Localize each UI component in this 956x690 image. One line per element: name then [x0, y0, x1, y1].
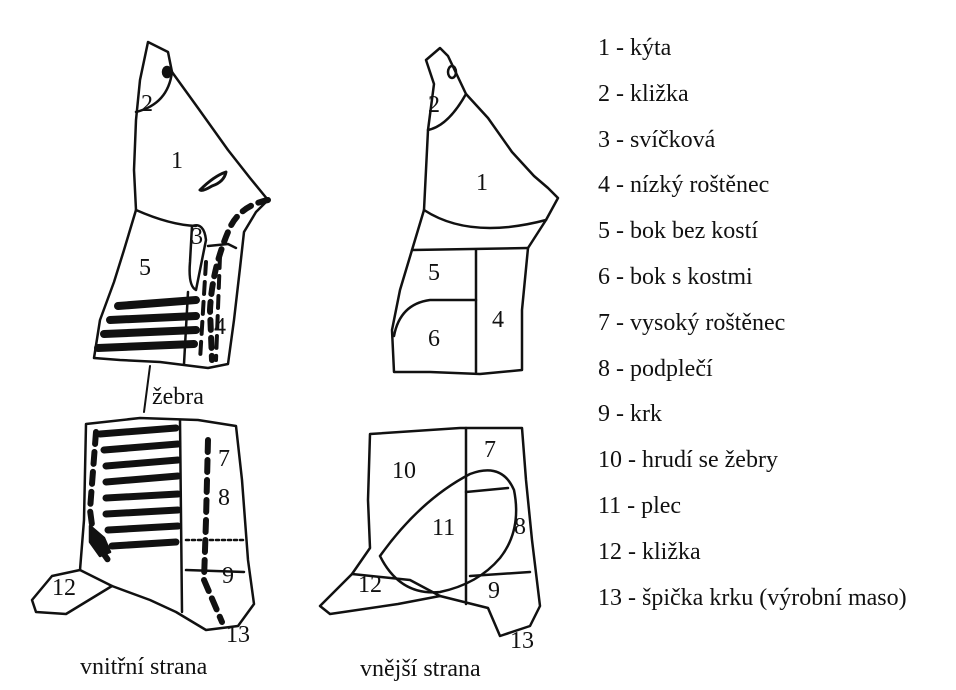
inner-side-caption: vnitřní strana [80, 654, 207, 681]
ribs-label: žebra [152, 384, 204, 411]
legend-separator: - [610, 356, 630, 382]
num-outer-12: 12 [358, 572, 382, 598]
num-outer-2: 2 [428, 92, 440, 118]
outer-fore-outline [320, 428, 540, 636]
legend-item: 4 - nízký roštěnec [598, 163, 954, 209]
legend-separator: - [610, 218, 630, 244]
num-inner-12: 12 [52, 575, 76, 601]
outer-hind-mid [412, 248, 528, 250]
num-inner-4: 4 [214, 314, 226, 340]
num-outer-9: 9 [488, 578, 500, 604]
num-inner-2: 2 [141, 91, 153, 117]
outer-hindquarter [392, 48, 558, 374]
legend-name: špička krku (výrobní maso) [642, 585, 907, 611]
legend-name: kližka [642, 539, 701, 565]
outer-fore-neck [470, 572, 530, 576]
legend-name: podplečí [630, 356, 713, 382]
legend-item: 10 - hrudí se žebry [598, 438, 954, 484]
legend-name: vysoký roštěnec [630, 310, 785, 336]
legend-separator: - [610, 401, 630, 427]
inner-hind-vein [200, 172, 226, 191]
num-outer-6: 6 [428, 326, 440, 352]
num-outer-5: 5 [428, 260, 440, 286]
legend-item: 1 - kýta [598, 26, 954, 72]
outer-hind-part1-line [424, 210, 546, 228]
legend-number: 11 [598, 493, 621, 519]
legend-item: 7 - vysoký roštěnec [598, 301, 954, 347]
legend-number: 7 [598, 310, 610, 336]
outer-fore-h1 [466, 488, 508, 492]
legend-separator: - [610, 172, 630, 198]
legend-separator: - [622, 447, 642, 473]
num-outer-11: 11 [432, 515, 455, 541]
legend-item: 5 - bok bez kostí [598, 209, 954, 255]
legend-item: 13 - špička krku (výrobní maso) [598, 576, 954, 622]
inner-hind-ribs [98, 300, 196, 348]
legend-number: 9 [598, 401, 610, 427]
num-inner-9: 9 [222, 563, 234, 589]
legend-separator: - [610, 264, 630, 290]
legend-number: 12 [598, 539, 622, 565]
num-inner-8: 8 [218, 485, 230, 511]
inner-fore-divider-v [180, 420, 182, 612]
num-inner-3: 3 [191, 224, 203, 250]
num-inner-1: 1 [171, 148, 183, 174]
inner-hind-dash-ribs-a [200, 262, 206, 360]
legend-name: nízký roštěnec [630, 172, 769, 198]
inner-fore-ribs [100, 428, 178, 546]
legend-number: 1 [598, 35, 610, 61]
legend-item: 9 - krk [598, 392, 954, 438]
num-outer-7: 7 [484, 437, 496, 463]
legend-number: 13 [598, 585, 622, 611]
legend-name: krk [630, 401, 662, 427]
num-inner-7: 7 [218, 446, 230, 472]
legend-name: kýta [630, 35, 671, 61]
legend-name: kližka [630, 81, 689, 107]
outer-forequarter [320, 428, 540, 636]
inner-hind-dot [163, 67, 171, 77]
num-outer-10: 10 [392, 458, 416, 484]
num-inner-5: 5 [139, 255, 151, 281]
legend-name: hrudí se žebry [642, 447, 778, 473]
legend-separator: - [610, 310, 630, 336]
num-inner-13: 13 [226, 622, 250, 648]
legend-number: 3 [598, 127, 610, 153]
legend-number: 5 [598, 218, 610, 244]
legend-separator: - [621, 493, 641, 519]
legend-item: 6 - bok s kostmi [598, 255, 954, 301]
legend-item: 3 - svíčková [598, 118, 954, 164]
legend-item: 12 - kližka [598, 530, 954, 576]
legend-separator: - [622, 539, 642, 565]
legend-number: 10 [598, 447, 622, 473]
legend-number: 4 [598, 172, 610, 198]
legend-separator: - [622, 585, 642, 611]
legend-separator: - [610, 35, 630, 61]
legend: 1 - kýta 2 - kližka 3 - svíčková 4 - níz… [598, 26, 954, 621]
num-outer-8: 8 [514, 514, 526, 540]
legend-number: 6 [598, 264, 610, 290]
num-outer-4: 4 [492, 307, 504, 333]
legend-item: 2 - kližka [598, 72, 954, 118]
num-outer-1: 1 [476, 170, 488, 196]
legend-name: bok s kostmi [630, 264, 753, 290]
num-outer-13: 13 [510, 628, 534, 654]
legend-separator: - [610, 127, 630, 153]
outer-side-caption: vnější strana [360, 656, 481, 683]
legend-number: 8 [598, 356, 610, 382]
ribs-leader-line [144, 366, 150, 412]
legend-separator: - [610, 81, 630, 107]
inner-fore-neck-line [186, 570, 244, 572]
legend-name: plec [641, 493, 681, 519]
legend-item: 8 - podplečí [598, 347, 954, 393]
legend-number: 2 [598, 81, 610, 107]
legend-name: svíčková [630, 127, 715, 153]
legend-item: 11 - plec [598, 484, 954, 530]
inner-fore-shank [80, 570, 112, 586]
outer-hind-dot [448, 66, 456, 78]
legend-name: bok bez kostí [630, 218, 758, 244]
inner-hind-part1-line [136, 210, 196, 226]
